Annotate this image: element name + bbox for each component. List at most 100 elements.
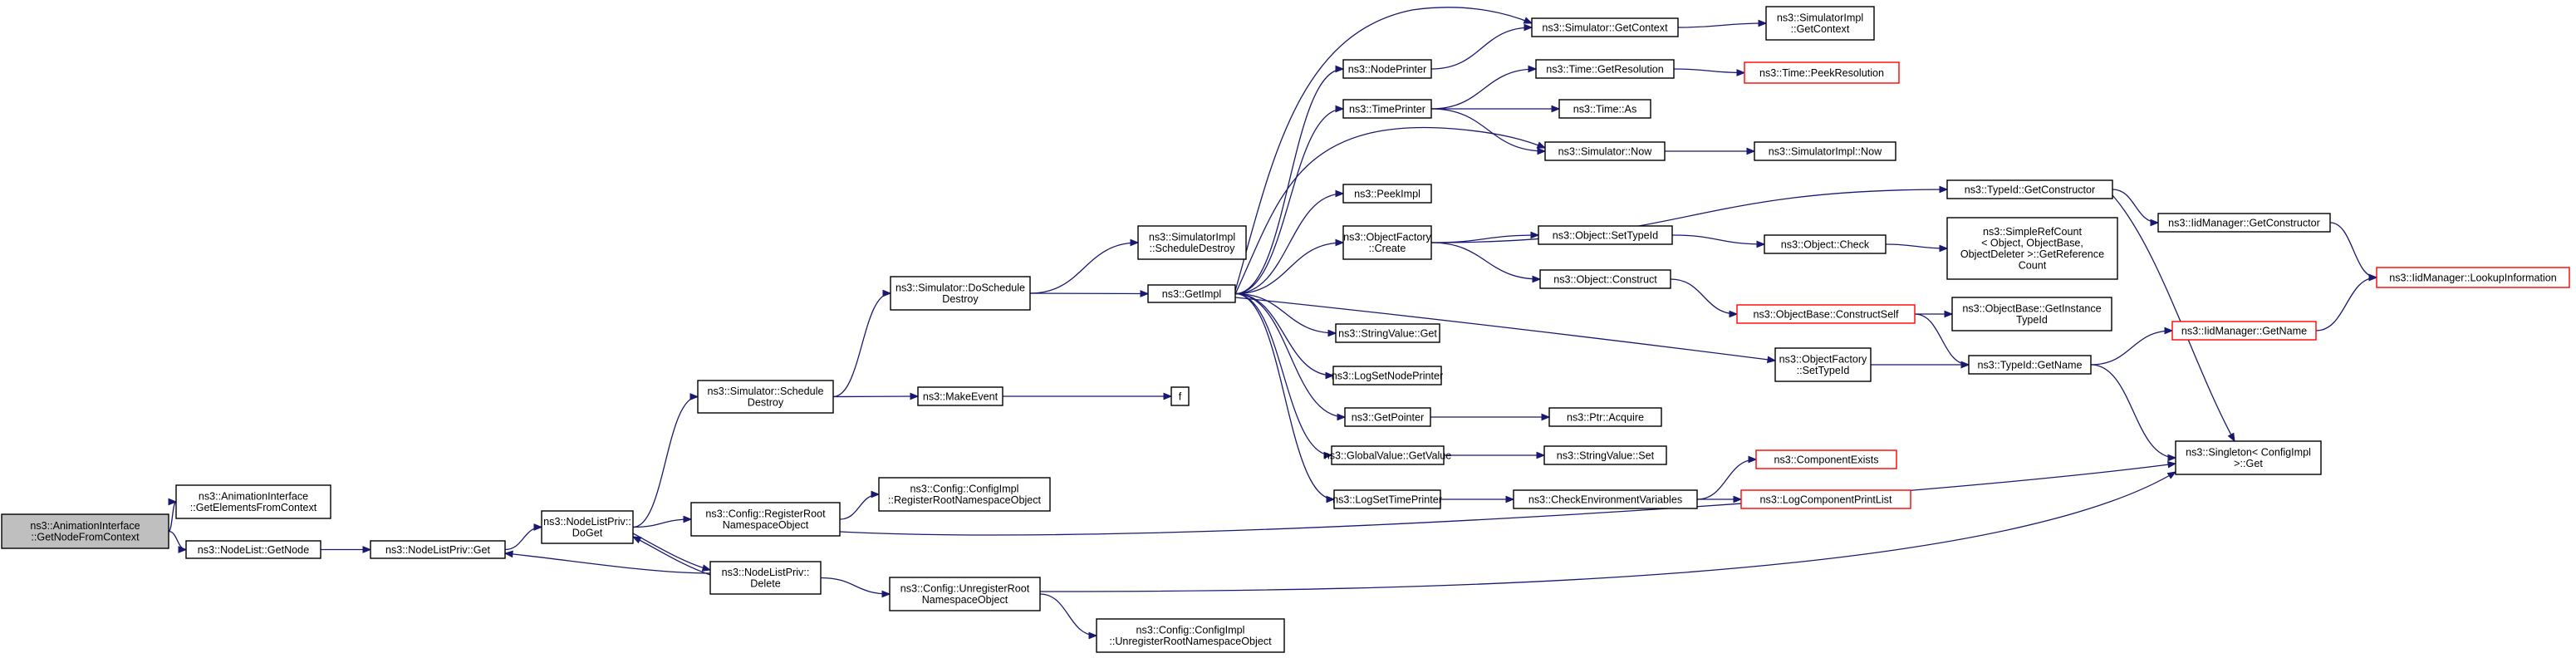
call-edge-check_env_vars-to-component_exists (1696, 455, 1758, 500)
node-ptr-acquire[interactable]: ns3::Ptr::Acquire (1548, 407, 1662, 427)
node-logsettimeprinter[interactable]: ns3::LogSetTimePrinter (1332, 489, 1442, 509)
node-sim-schedule-destroy[interactable]: ns3::Simulator::ScheduleDestroy (697, 380, 834, 414)
call-edge-cfg_unregister_root-to-singleton_get (1039, 471, 2177, 592)
node-peekimpl[interactable]: ns3::PeekImpl (1342, 184, 1432, 204)
node-label-line: ns3::IidManager::GetConstructor (2168, 217, 2320, 228)
arrow-head-icon (1088, 631, 1098, 640)
node-label-line: ns3::Config::RegisterRoot (705, 508, 826, 520)
arrow-head-icon (701, 564, 712, 572)
node-simplerefcount-getrefcount[interactable]: ns3::SimpleRefCount< Object, ObjectBase,… (1946, 217, 2118, 280)
node-sim-getcontext[interactable]: ns3::Simulator::GetContext (1531, 17, 1679, 37)
node-simimpl-now[interactable]: ns3::SimulatorImpl::Now (1754, 141, 1896, 161)
node-cfgimpl-register-root[interactable]: ns3::Config::ConfigImpl::RegisterRootNam… (878, 477, 1051, 512)
node-typeid-getname[interactable]: ns3::TypeId::GetName (1968, 355, 2092, 375)
node-box (1946, 217, 2118, 280)
node-f[interactable]: f (1170, 386, 1190, 406)
node-object-check[interactable]: ns3::Object::Check (1764, 234, 1887, 254)
node-box (1513, 489, 1698, 509)
call-edge-nodelistpriv_get-to-nodelistpriv_doget (504, 523, 543, 551)
node-time-getresolution[interactable]: ns3::Time::GetResolution (1535, 59, 1675, 79)
call-edge-sim_schedule_destroy-to-make_event (832, 392, 920, 400)
call-edge-getimpl-to-peekimpl (1234, 189, 1345, 295)
node-label-line: ns3::Simulator::Now (1558, 145, 1653, 157)
node-object-construct[interactable]: ns3::Object::Construct (1539, 269, 1671, 289)
node-typeid-getconstructor[interactable]: ns3::TypeId::GetConstructor (1946, 179, 2113, 199)
node-box (878, 477, 1051, 512)
node-check-env-vars[interactable]: ns3::CheckEnvironmentVariables (1513, 489, 1698, 509)
arrow-head-icon (1327, 329, 1337, 337)
node-label-line: ns3::CheckEnvironmentVariables (1528, 494, 1682, 505)
node-logsetnodeprinter[interactable]: ns3::LogSetNodePrinter (1332, 366, 1443, 385)
node-iidmanager-getconstructor[interactable]: ns3::IidManager::GetConstructor (2157, 213, 2331, 233)
call-edge-logsettimeprinter-to-check_env_vars (1440, 495, 1515, 503)
node-label-line: ns3::Time::As (1573, 103, 1637, 115)
node-getpointer[interactable]: ns3::GetPointer (1344, 407, 1431, 427)
node-box (1754, 141, 1896, 161)
call-edge-nodeprinter-to-sim_getcontext (1430, 23, 1533, 70)
node-label-line: ns3::PeekImpl (1354, 188, 1420, 199)
call-edge-cfg_register_root-to-cfgimpl_register_root (839, 490, 881, 520)
arrow-head-icon (1944, 310, 1954, 318)
node-label-line: ns3::StringValue::Get (1338, 327, 1437, 339)
node-anim-get-elements[interactable]: ns3::AnimationInterface::GetElementsFrom… (175, 484, 331, 519)
node-getimpl[interactable]: ns3::GetImpl (1147, 284, 1236, 303)
call-edge-cfg_unregister_root-to-cfgimpl_unregister_root (1039, 593, 1098, 640)
node-label-line: ns3::NodeListPriv::Get (385, 544, 490, 556)
node-objfactory-create[interactable]: ns3::ObjectFactory::Create (1342, 225, 1432, 260)
node-simimpl-schedule-destroy[interactable]: ns3::SimulatorImpl::ScheduleDestroy (1137, 225, 1247, 260)
node-nodeprinter[interactable]: ns3::NodePrinter (1342, 59, 1432, 79)
node-singleton-get[interactable]: ns3::Singleton< ConfigImpl >::Get (2175, 440, 2322, 475)
node-cfgimpl-unregister-root[interactable]: ns3::Config::ConfigImpl::UnregisterRootN… (1096, 618, 1285, 653)
node-make-event[interactable]: ns3::MakeEvent (917, 386, 1003, 406)
node-time-as[interactable]: ns3::Time::As (1558, 99, 1651, 119)
node-box (889, 577, 1041, 611)
node-cfg-register-root[interactable]: ns3::Config::RegisterRootNamespaceObject (690, 502, 841, 537)
arrow-head-icon (1939, 185, 1949, 194)
node-label-line: TypeId (2016, 314, 2048, 326)
arrow-head-icon (1748, 455, 1758, 464)
node-nodelist-getnode[interactable]: ns3::NodeList::GetNode (185, 540, 321, 559)
node-box (709, 561, 822, 595)
arrow-head-icon (1758, 19, 1768, 27)
node-label-line: ns3::SimulatorImpl (1149, 232, 1235, 243)
node-stringvalue-get[interactable]: ns3::StringValue::Get (1335, 323, 1440, 343)
node-component-exists[interactable]: ns3::ComponentExists (1755, 449, 1897, 469)
node-objfactory-settypeid[interactable]: ns3::ObjectFactory::SetTypeId (1774, 347, 1872, 382)
node-object-settypeid[interactable]: ns3::Object::SetTypeId (1538, 225, 1673, 245)
node-timeprinter[interactable]: ns3::TimePrinter (1342, 99, 1432, 119)
node-globalvalue-getvalue[interactable]: ns3::GlobalValue::GetValue (1324, 445, 1452, 465)
arrow-head-icon (1532, 275, 1542, 283)
node-box (1531, 17, 1679, 37)
arrow-head-icon (1537, 147, 1547, 155)
node-stringvalue-set[interactable]: ns3::StringValue::Set (1543, 445, 1667, 465)
arrow-head-icon (1733, 495, 1743, 503)
node-label-line: ::UnregisterRootNamespaceObject (1109, 636, 1272, 647)
node-nodelistpriv-get[interactable]: ns3::NodeListPriv::Get (370, 540, 506, 559)
node-sim-now[interactable]: ns3::Simulator::Now (1544, 141, 1666, 161)
node-nodelistpriv-doget[interactable]: ns3::NodeListPriv::DoGet (541, 510, 634, 544)
node-objectbase-constructself[interactable]: ns3::ObjectBase::ConstructSelf (1736, 304, 1916, 324)
call-edge-timeprinter-to-time_as (1431, 105, 1561, 113)
node-logcomponent-printlist[interactable]: ns3::LogComponentPrintList (1740, 489, 1911, 509)
node-root[interactable]: ns3::AnimationInterface::GetNodeFromCont… (1, 513, 169, 549)
arrow-head-icon (689, 393, 699, 400)
node-box (1342, 184, 1432, 204)
node-iidmanager-getname[interactable]: ns3::IidManager::GetName (2171, 321, 2317, 341)
node-time-peekresolution[interactable]: ns3::Time::PeekResolution (1744, 61, 1900, 84)
call-edge-sim_schedule_destroy-to-sim_doschedule_destroy (832, 289, 892, 398)
node-iidmanager-lookupinfo[interactable]: ns3::IidManager::LookupInformation (2376, 267, 2570, 288)
arrow-head-icon (362, 546, 372, 553)
node-nodelistpriv-delete[interactable]: ns3::NodeListPriv::Delete (709, 561, 822, 595)
node-box (1543, 445, 1667, 465)
arrow-head-icon (631, 536, 642, 544)
node-box (690, 502, 841, 537)
node-label-line: < Object, ObjectBase, (1981, 238, 2083, 249)
node-box (2171, 321, 2317, 341)
node-simimpl-getcontext[interactable]: ns3::SimulatorImpl::GetContext (1765, 6, 1875, 41)
node-label-line: Count (2019, 260, 2047, 272)
node-cfg-unregister-root[interactable]: ns3::Config::UnregisterRootNamespaceObje… (889, 577, 1041, 611)
call-edge-nodelistpriv_delete-to-nodelistpriv_get (503, 550, 711, 574)
node-label-line: ns3::AnimationInterface (30, 520, 140, 532)
